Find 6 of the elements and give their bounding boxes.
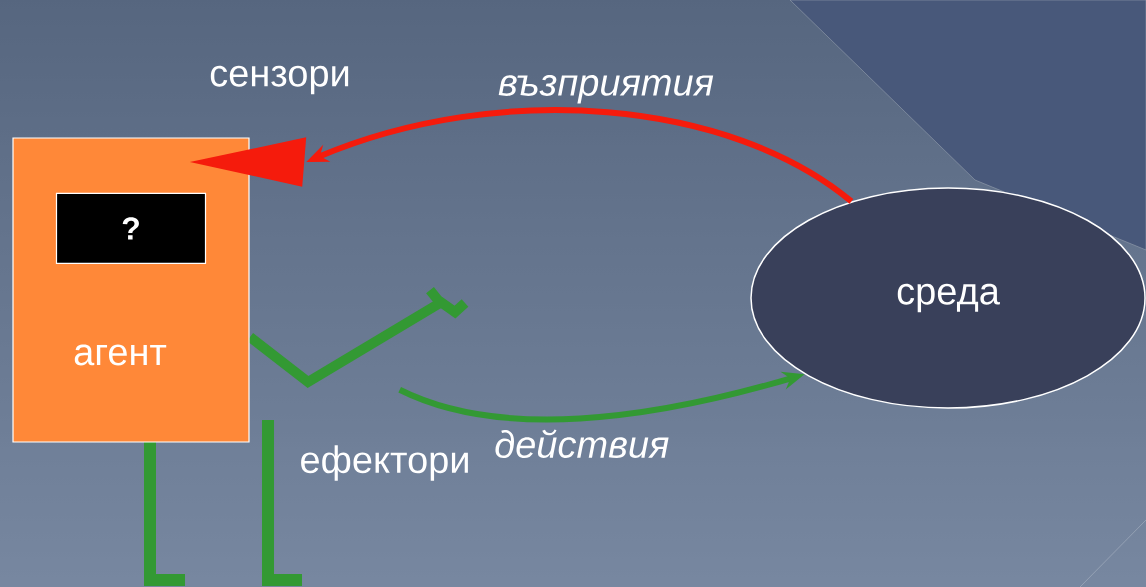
part-label: сензори (210, 65, 349, 95)
edge-label: възприятия (498, 75, 714, 104)
question-box: ? (55, 192, 207, 264)
part-label: ефектори (301, 445, 468, 481)
sensor-triangle (189, 137, 307, 187)
edge-label: действия (495, 429, 669, 458)
